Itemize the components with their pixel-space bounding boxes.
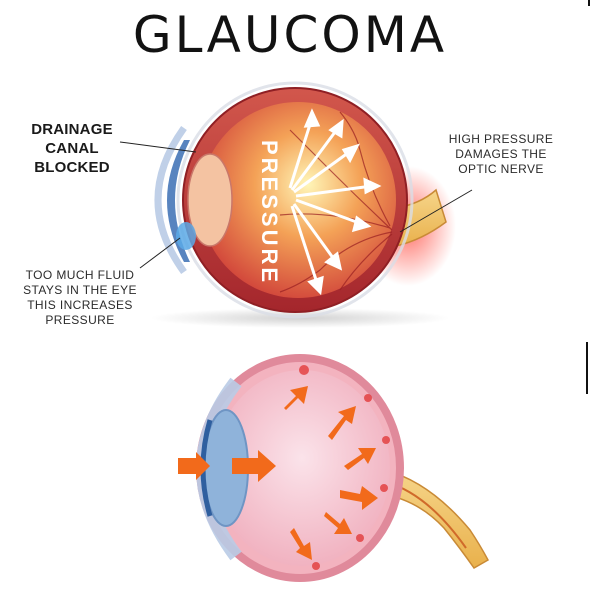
top-outer-membrane [176, 81, 414, 319]
fluid-leader-line [139, 237, 181, 269]
retina-pressure-spots [299, 365, 390, 570]
optic-leader-line [399, 189, 473, 233]
top-cornea [154, 125, 187, 275]
drainage-leader-line [119, 141, 197, 153]
too-much-fluid-label: TOO MUCH FLUID STAYS IN THE EYE THIS INC… [23, 268, 137, 327]
edge-mark-top [588, 0, 590, 6]
top-iris [167, 140, 190, 262]
blocked-fluid [176, 222, 196, 250]
drainage-canal-label: DRAINAGE CANAL BLOCKED [31, 121, 113, 176]
pressure-word: PRESSURE [257, 140, 282, 285]
blood-vessels [279, 111, 393, 293]
edge-mark-right [586, 342, 588, 394]
high-pressure-label: HIGH PRESSURE DAMAGES THE OPTIC NERVE [448, 132, 554, 176]
optic-nerve-bottom [381, 469, 490, 569]
pressure-arrows [288, 108, 382, 296]
orange-pressure-arrows [178, 386, 378, 560]
top-lens [187, 153, 233, 247]
page-title: GLAUCOMA [132, 6, 448, 64]
